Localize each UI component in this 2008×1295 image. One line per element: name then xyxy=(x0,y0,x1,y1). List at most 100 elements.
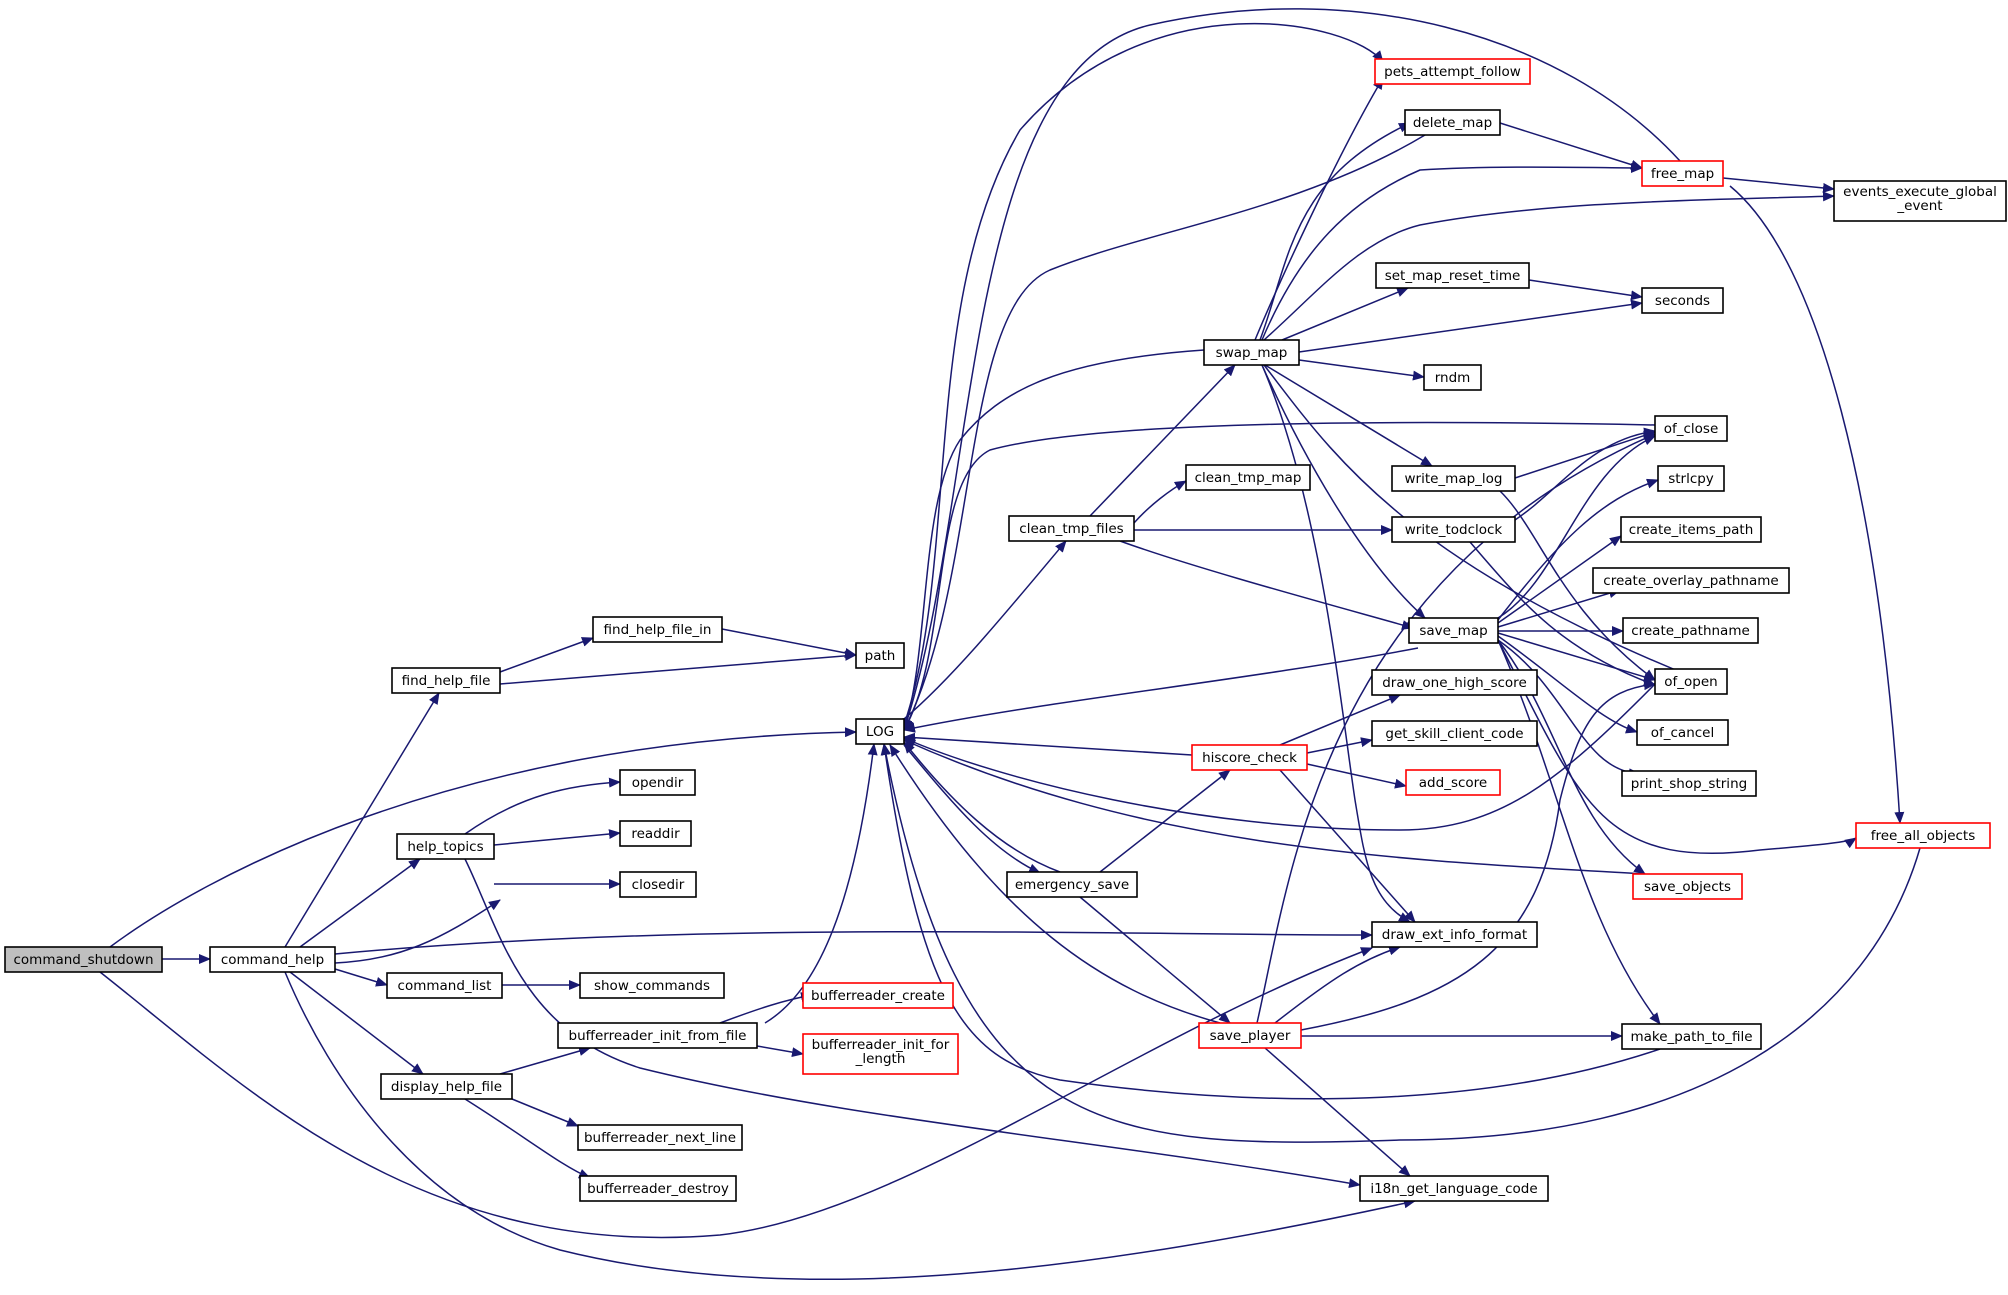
node-emergency_save[interactable]: emergency_save xyxy=(1006,871,1138,898)
node-delete_map[interactable]: delete_map xyxy=(1404,109,1501,136)
node-label: of_open xyxy=(1664,674,1717,690)
edge-of_open-to-LOG xyxy=(903,683,1656,831)
node-i18n_get_language_code[interactable]: i18n_get_language_code xyxy=(1359,1175,1549,1202)
node-show_commands[interactable]: show_commands xyxy=(579,972,725,999)
edge-swap_map-to-free_map xyxy=(1261,162,1643,341)
node-label: save_objects xyxy=(1644,879,1731,895)
node-save_map[interactable]: save_map xyxy=(1408,617,1499,644)
node-box xyxy=(579,1175,737,1202)
edge-bufferreader_init_from_file-to-bufferreader_init_for_length xyxy=(756,1045,804,1058)
node-free_all_objects[interactable]: free_all_objects xyxy=(1855,822,1991,849)
node-box xyxy=(1592,567,1790,594)
edge-hiscore_check-to-get_skill_client_code xyxy=(1306,737,1373,754)
node-write_map_log[interactable]: write_map_log xyxy=(1391,465,1516,492)
node-box xyxy=(1198,1022,1302,1049)
edge-swap_map-to-rndm xyxy=(1298,359,1425,381)
node-set_map_reset_time[interactable]: set_map_reset_time xyxy=(1375,262,1530,289)
node-hiscore_check[interactable]: hiscore_check xyxy=(1191,744,1308,771)
edge-free_map-to-free_all_objects xyxy=(1729,185,1905,824)
node-label: set_map_reset_time xyxy=(1385,268,1521,284)
node-save_objects[interactable]: save_objects xyxy=(1632,873,1743,900)
node-label: bufferreader_create xyxy=(811,988,945,1004)
node-strlcpy[interactable]: strlcpy xyxy=(1657,465,1725,492)
node-box xyxy=(1620,516,1762,543)
node-readdir[interactable]: readdir xyxy=(619,820,692,847)
node-pets_attempt_follow[interactable]: pets_attempt_follow xyxy=(1374,58,1531,85)
node-create_items_path[interactable]: create_items_path xyxy=(1620,516,1762,543)
node-of_close[interactable]: of_close xyxy=(1654,415,1728,442)
node-bufferreader_init_for_length[interactable]: bufferreader_init_for_length xyxy=(802,1033,959,1075)
node-box xyxy=(380,1073,513,1100)
node-of_open[interactable]: of_open xyxy=(1654,668,1728,695)
node-box xyxy=(1185,464,1311,491)
node-bufferreader_create[interactable]: bufferreader_create xyxy=(802,982,954,1009)
edge-swap_map-to-delete_map xyxy=(1259,122,1411,341)
edge-write_todclock-to-of_close xyxy=(1514,427,1656,521)
node-command_list[interactable]: command_list xyxy=(386,972,503,999)
node-bufferreader_destroy[interactable]: bufferreader_destroy xyxy=(579,1175,737,1202)
edge-delete_map-to-LOG xyxy=(903,134,1426,731)
node-command_shutdown[interactable]: command_shutdown xyxy=(4,946,163,973)
node-box xyxy=(1833,180,2007,222)
edge-set_map_reset_time-to-seconds xyxy=(1528,279,1643,301)
node-draw_ext_info_format[interactable]: draw_ext_info_format xyxy=(1371,921,1538,948)
node-closedir[interactable]: closedir xyxy=(619,871,697,898)
node-box xyxy=(1621,1023,1762,1050)
node-make_path_to_file[interactable]: make_path_to_file xyxy=(1621,1023,1762,1050)
node-opendir[interactable]: opendir xyxy=(619,769,696,796)
node-label: command_help xyxy=(221,952,324,968)
node-clean_tmp_files[interactable]: clean_tmp_files xyxy=(1008,515,1135,542)
edge-swap_map-to-save_map xyxy=(1261,364,1426,619)
node-label: bufferreader_init_from_file xyxy=(569,1028,747,1044)
node-help_topics[interactable]: help_topics xyxy=(396,833,495,860)
node-of_cancel[interactable]: of_cancel xyxy=(1636,719,1729,746)
node-box xyxy=(1371,669,1538,696)
node-label: rndm xyxy=(1435,370,1471,386)
node-find_help_file_in[interactable]: find_help_file_in xyxy=(592,616,723,643)
node-box xyxy=(209,946,336,973)
edge-clean_tmp_files-to-save_map xyxy=(1119,540,1414,630)
node-label: get_skill_client_code xyxy=(1385,726,1523,742)
node-write_todclock[interactable]: write_todclock xyxy=(1391,516,1516,543)
edge-find_help_file_in-to-path xyxy=(721,628,857,658)
node-swap_map[interactable]: swap_map xyxy=(1203,339,1300,366)
node-box xyxy=(1359,1175,1549,1202)
node-display_help_file[interactable]: display_help_file xyxy=(380,1073,513,1100)
node-create_pathname[interactable]: create_pathname xyxy=(1622,617,1759,644)
node-label: print_shop_string xyxy=(1631,776,1747,792)
node-label: strlcpy xyxy=(1668,471,1714,487)
node-box xyxy=(386,972,503,999)
node-label: write_map_log xyxy=(1404,471,1502,487)
node-box xyxy=(1621,770,1757,797)
edge-bufferreader_init_from_file-to-bufferreader_create xyxy=(719,992,813,1024)
node-clean_tmp_map[interactable]: clean_tmp_map xyxy=(1185,464,1311,491)
node-create_overlay_pathname[interactable]: create_overlay_pathname xyxy=(1592,567,1790,594)
edge-command_help-to-display_help_file xyxy=(289,971,424,1075)
node-LOG[interactable]: LOG xyxy=(855,718,905,745)
node-path[interactable]: path xyxy=(855,642,905,669)
node-free_map[interactable]: free_map xyxy=(1641,160,1724,187)
edge-swap_map-to-events_execute_global_event xyxy=(1263,191,1835,341)
node-label: LOG xyxy=(866,724,894,740)
edge-save_player-to-i18n_get_language_code xyxy=(1264,1047,1411,1177)
node-events_execute_global_event[interactable]: events_execute_global_event xyxy=(1833,180,2007,222)
node-label: i18n_get_language_code xyxy=(1370,1181,1537,1197)
edge-save_map-to-strlcpy xyxy=(1497,478,1659,621)
node-command_help[interactable]: command_help xyxy=(209,946,336,973)
edge-clean_tmp_files-to-swap_map xyxy=(1089,364,1236,517)
node-draw_one_high_score[interactable]: draw_one_high_score xyxy=(1371,669,1538,696)
node-seconds[interactable]: seconds xyxy=(1641,287,1724,314)
node-get_skill_client_code[interactable]: get_skill_client_code xyxy=(1371,720,1538,747)
edge-make_path_to_file-to-LOG xyxy=(880,743,1661,1100)
edge-emergency_save-to-hiscore_check xyxy=(1099,769,1231,873)
node-print_shop_string[interactable]: print_shop_string xyxy=(1621,770,1757,797)
node-label: opendir xyxy=(632,775,684,791)
node-rndm[interactable]: rndm xyxy=(1423,364,1482,391)
node-box xyxy=(1855,822,1991,849)
node-save_player[interactable]: save_player xyxy=(1198,1022,1302,1049)
node-bufferreader_next_line[interactable]: bufferreader_next_line xyxy=(577,1124,743,1151)
node-add_score[interactable]: add_score xyxy=(1405,769,1501,796)
node-bufferreader_init_from_file[interactable]: bufferreader_init_from_file xyxy=(557,1022,758,1049)
node-box xyxy=(1405,769,1501,796)
node-find_help_file[interactable]: find_help_file xyxy=(391,667,501,694)
